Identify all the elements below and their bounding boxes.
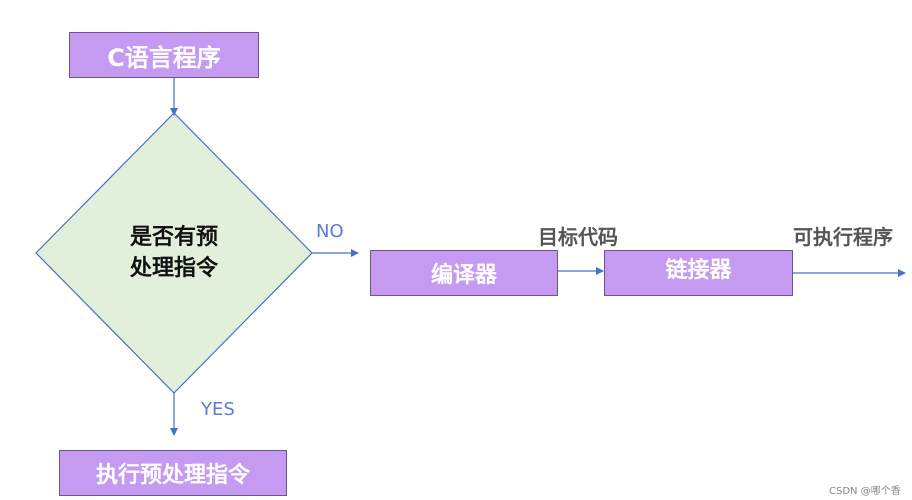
edge-label-yes: YES [201, 399, 235, 420]
node-compiler: 编译器 [370, 250, 558, 296]
decision-label: 是否有预 处理指令 [100, 222, 248, 284]
decision-label-line2: 处理指令 [129, 256, 218, 281]
node-c-program: C语言程序 [69, 32, 259, 78]
edge-label-target-code: 目标代码 [538, 225, 618, 249]
node-execute-preprocessor: 执行预处理指令 [59, 450, 287, 496]
watermark: CSDN @哪个香 [829, 486, 901, 497]
edge-label-no: NO [316, 221, 344, 242]
decision-label-line1: 是否有预 [129, 225, 218, 250]
node-linker: 链接器 [604, 250, 793, 296]
edge-label-executable: 可执行程序 [793, 225, 893, 249]
